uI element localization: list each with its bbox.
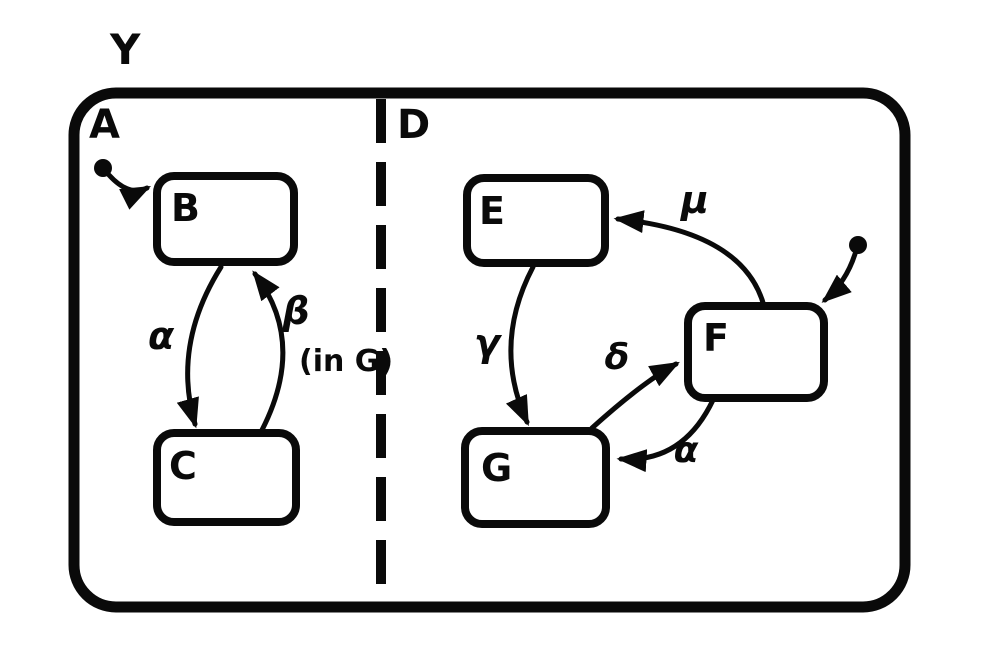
- transition-C-to-B-label: β: [281, 289, 309, 333]
- transition-C-to-B-arrow: [252, 270, 286, 433]
- transition-E-to-G-arrow: [505, 264, 536, 427]
- state-B-box: [153, 172, 298, 266]
- transition-B-to-C-arrow: [176, 264, 224, 429]
- transition-G-to-F-arrow: [589, 361, 680, 431]
- transition-C-to-B-guard-label: (in G): [299, 344, 393, 379]
- transition-F-to-G-arrow: [616, 397, 716, 473]
- superstate-Y-label: Y: [109, 25, 141, 74]
- state-F-box: [684, 302, 828, 402]
- state-B-label: B: [171, 186, 200, 230]
- state-G-box: [461, 427, 610, 528]
- superstate-Y-border: [68, 87, 911, 613]
- initial-marker-A-dot: [94, 159, 112, 177]
- region-A-label: A: [89, 102, 120, 148]
- region-D-label: D: [397, 102, 430, 148]
- transition-E-to-G-label: γ: [474, 321, 503, 365]
- state-F-label: F: [703, 316, 729, 360]
- transition-F-to-E-arrow: [613, 210, 767, 309]
- transition-B-to-C-label: α: [148, 314, 175, 358]
- transition-F-to-E-label: μ: [679, 178, 709, 222]
- transition-G-to-F-label: δ: [605, 337, 630, 378]
- state-E-label: E: [479, 189, 505, 233]
- initial-marker-D-dot: [849, 236, 867, 254]
- initial-marker-A-arrow: [106, 172, 152, 210]
- state-G-label: G: [481, 446, 512, 490]
- state-C-label: C: [169, 444, 197, 488]
- transition-F-to-G-label: α: [674, 430, 699, 471]
- initial-marker-D-arrow: [821, 251, 858, 303]
- state-E-box: [463, 174, 609, 267]
- state-C-box: [153, 429, 300, 526]
